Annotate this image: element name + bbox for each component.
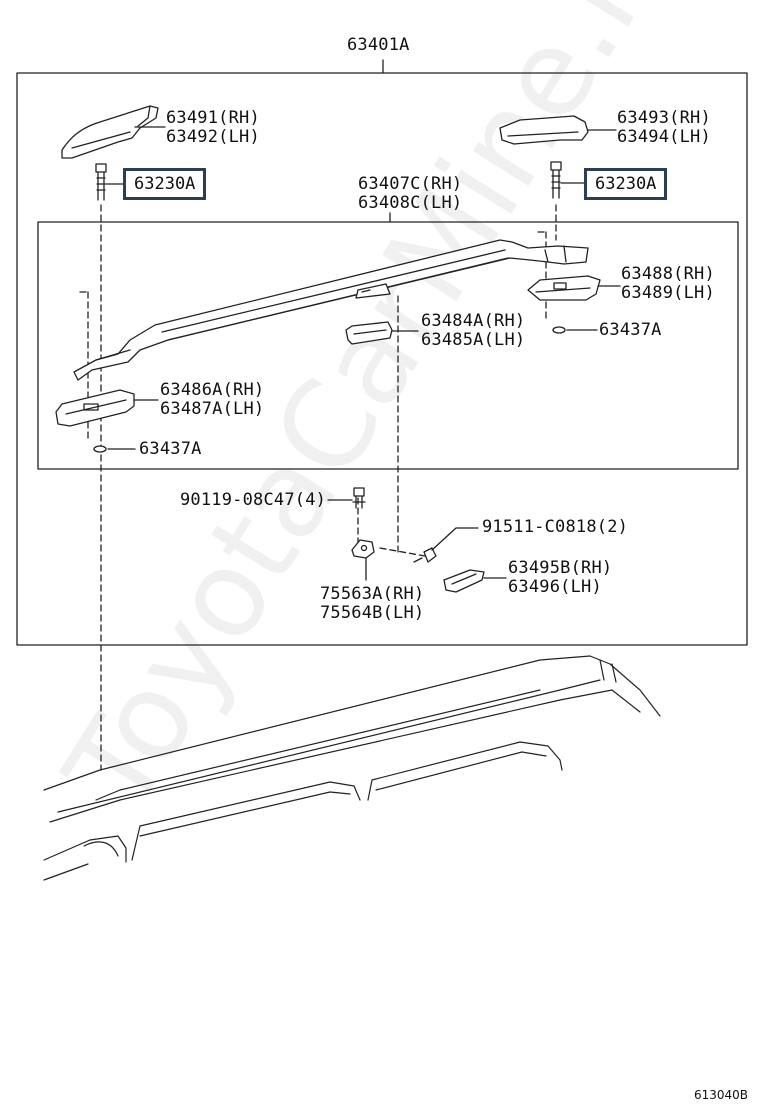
clip-label: 90119-08C47(4) xyxy=(180,490,327,510)
diagram-code: 613040B xyxy=(694,1088,749,1102)
screw-leader xyxy=(431,527,479,551)
bracket-rh: 75563A(RH) xyxy=(320,584,425,604)
rear-leg-label: 63488(RH) 63489(LH) xyxy=(621,265,715,303)
rear-cover-label: 63493(RH) 63494(LH) xyxy=(617,109,711,147)
rear-leg-lh: 63489(LH) xyxy=(621,283,715,303)
center-cover-label: 63484A(RH) 63485A(LH) xyxy=(421,312,525,350)
front-cover-rh: 63491(RH) xyxy=(166,108,260,128)
center-cover-lh: 63485A(LH) xyxy=(421,330,526,350)
right-washer-part xyxy=(552,326,566,334)
rear-leg-rh: 63488(RH) xyxy=(621,264,715,284)
front-cover-part xyxy=(61,105,159,159)
rail-rh: 63407C(RH) xyxy=(358,174,463,194)
end-cap-lh: 63496(LH) xyxy=(508,577,602,597)
rail-group-frame xyxy=(37,221,739,470)
screw-label: 91511-C0818(2) xyxy=(482,517,629,537)
front-cover-label: 63491(RH) 63492(LH) xyxy=(166,109,260,147)
center-cover-part xyxy=(345,321,393,345)
rail-label: 63407C(RH) 63408C(LH) xyxy=(358,175,462,213)
right-washer-label: 63437A xyxy=(599,320,662,340)
front-leg-rh: 63486A(RH) xyxy=(160,380,265,400)
screw-part xyxy=(413,547,437,563)
right-bolt-part-number-button[interactable]: 63230A xyxy=(584,168,668,200)
assembly-part-number: 63401A xyxy=(347,35,410,55)
roof-rail-part xyxy=(73,239,589,381)
bracket-part xyxy=(351,539,375,559)
assembly-frame xyxy=(16,72,748,646)
left-washer-label: 63437A xyxy=(139,439,202,459)
rail-lh: 63408C(LH) xyxy=(358,193,463,213)
front-cover-lh: 63492(LH) xyxy=(166,127,260,147)
clip-part xyxy=(352,487,366,509)
rear-cover-rh: 63493(RH) xyxy=(617,108,711,128)
front-leg-lh: 63487A(LH) xyxy=(160,399,265,419)
rear-cover-part xyxy=(499,115,589,145)
front-leg-part xyxy=(55,389,135,427)
end-cap-label: 63495B(RH) 63496(LH) xyxy=(508,559,612,597)
left-washer-part xyxy=(93,445,107,453)
rear-cover-lh: 63494(LH) xyxy=(617,127,711,147)
bracket-label: 75563A(RH) 75564B(LH) xyxy=(320,585,424,623)
right-bolt-part xyxy=(550,161,562,199)
end-cap-part xyxy=(443,569,485,593)
left-bolt-part xyxy=(95,163,107,201)
vehicle-body-sketch xyxy=(43,655,661,881)
center-cover-rh: 63484A(RH) xyxy=(421,311,526,331)
bracket-lh: 75564B(LH) xyxy=(320,603,425,623)
left-bolt-part-number-button[interactable]: 63230A xyxy=(123,168,207,200)
end-cap-rh: 63495B(RH) xyxy=(508,558,613,578)
rear-leg-part xyxy=(527,275,601,301)
front-leg-label: 63486A(RH) 63487A(LH) xyxy=(160,381,264,419)
